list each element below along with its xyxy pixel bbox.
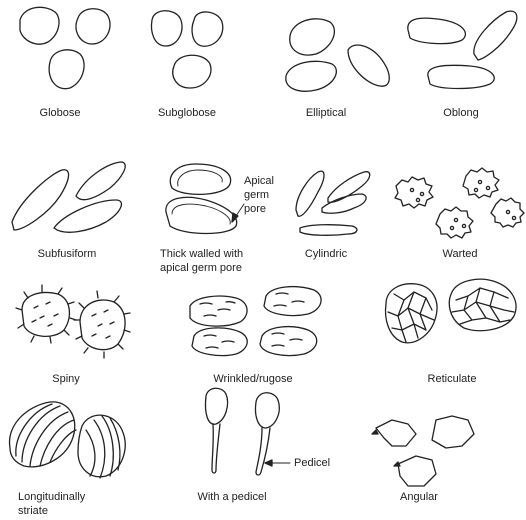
- thick-walled-spores: [166, 164, 244, 234]
- warted-spores: [395, 168, 524, 238]
- label-subfusiform: Subfusiform: [38, 248, 97, 261]
- label-wrinkled: Wrinkled/rugose: [213, 373, 292, 386]
- oblong-spores: [408, 11, 517, 88]
- label-striate-2: striate: [18, 505, 48, 518]
- label-subglobose: Subglobose: [158, 107, 216, 120]
- label-reticulate: Reticulate: [428, 373, 477, 386]
- wrinkled-spores: [190, 287, 321, 356]
- globose-spores: [20, 7, 110, 88]
- reticulate-spores: [386, 279, 516, 343]
- label-striate-1: Longitudinally: [18, 491, 85, 504]
- cylindric-spores: [296, 171, 370, 235]
- subglobose-spores: [152, 11, 223, 88]
- label-pedicel: With a pedicel: [197, 491, 266, 504]
- subfusiform-spores: [12, 162, 125, 232]
- label-thick-walled-1: Thick walled with: [160, 248, 243, 261]
- label-cylindric: Cylindric: [305, 248, 347, 261]
- pedicel-spores: [205, 388, 290, 475]
- label-oblong: Oblong: [443, 107, 478, 120]
- callout-apical-3: pore: [244, 203, 266, 216]
- callout-apical-1: Apical: [244, 175, 274, 188]
- label-elliptical: Elliptical: [306, 107, 346, 120]
- label-angular: Angular: [400, 491, 438, 504]
- label-spiny: Spiny: [52, 373, 80, 386]
- callout-apical-2: germ: [244, 189, 269, 202]
- spiny-spores: [16, 285, 130, 358]
- label-thick-walled-2: apical germ pore: [160, 262, 242, 275]
- angular-spores: [372, 416, 474, 486]
- label-globose: Globose: [40, 107, 81, 120]
- label-warted: Warted: [442, 248, 477, 261]
- elliptical-spores: [286, 19, 389, 91]
- callout-pedicel: Pedicel: [294, 457, 330, 470]
- striate-spores: [9, 402, 125, 478]
